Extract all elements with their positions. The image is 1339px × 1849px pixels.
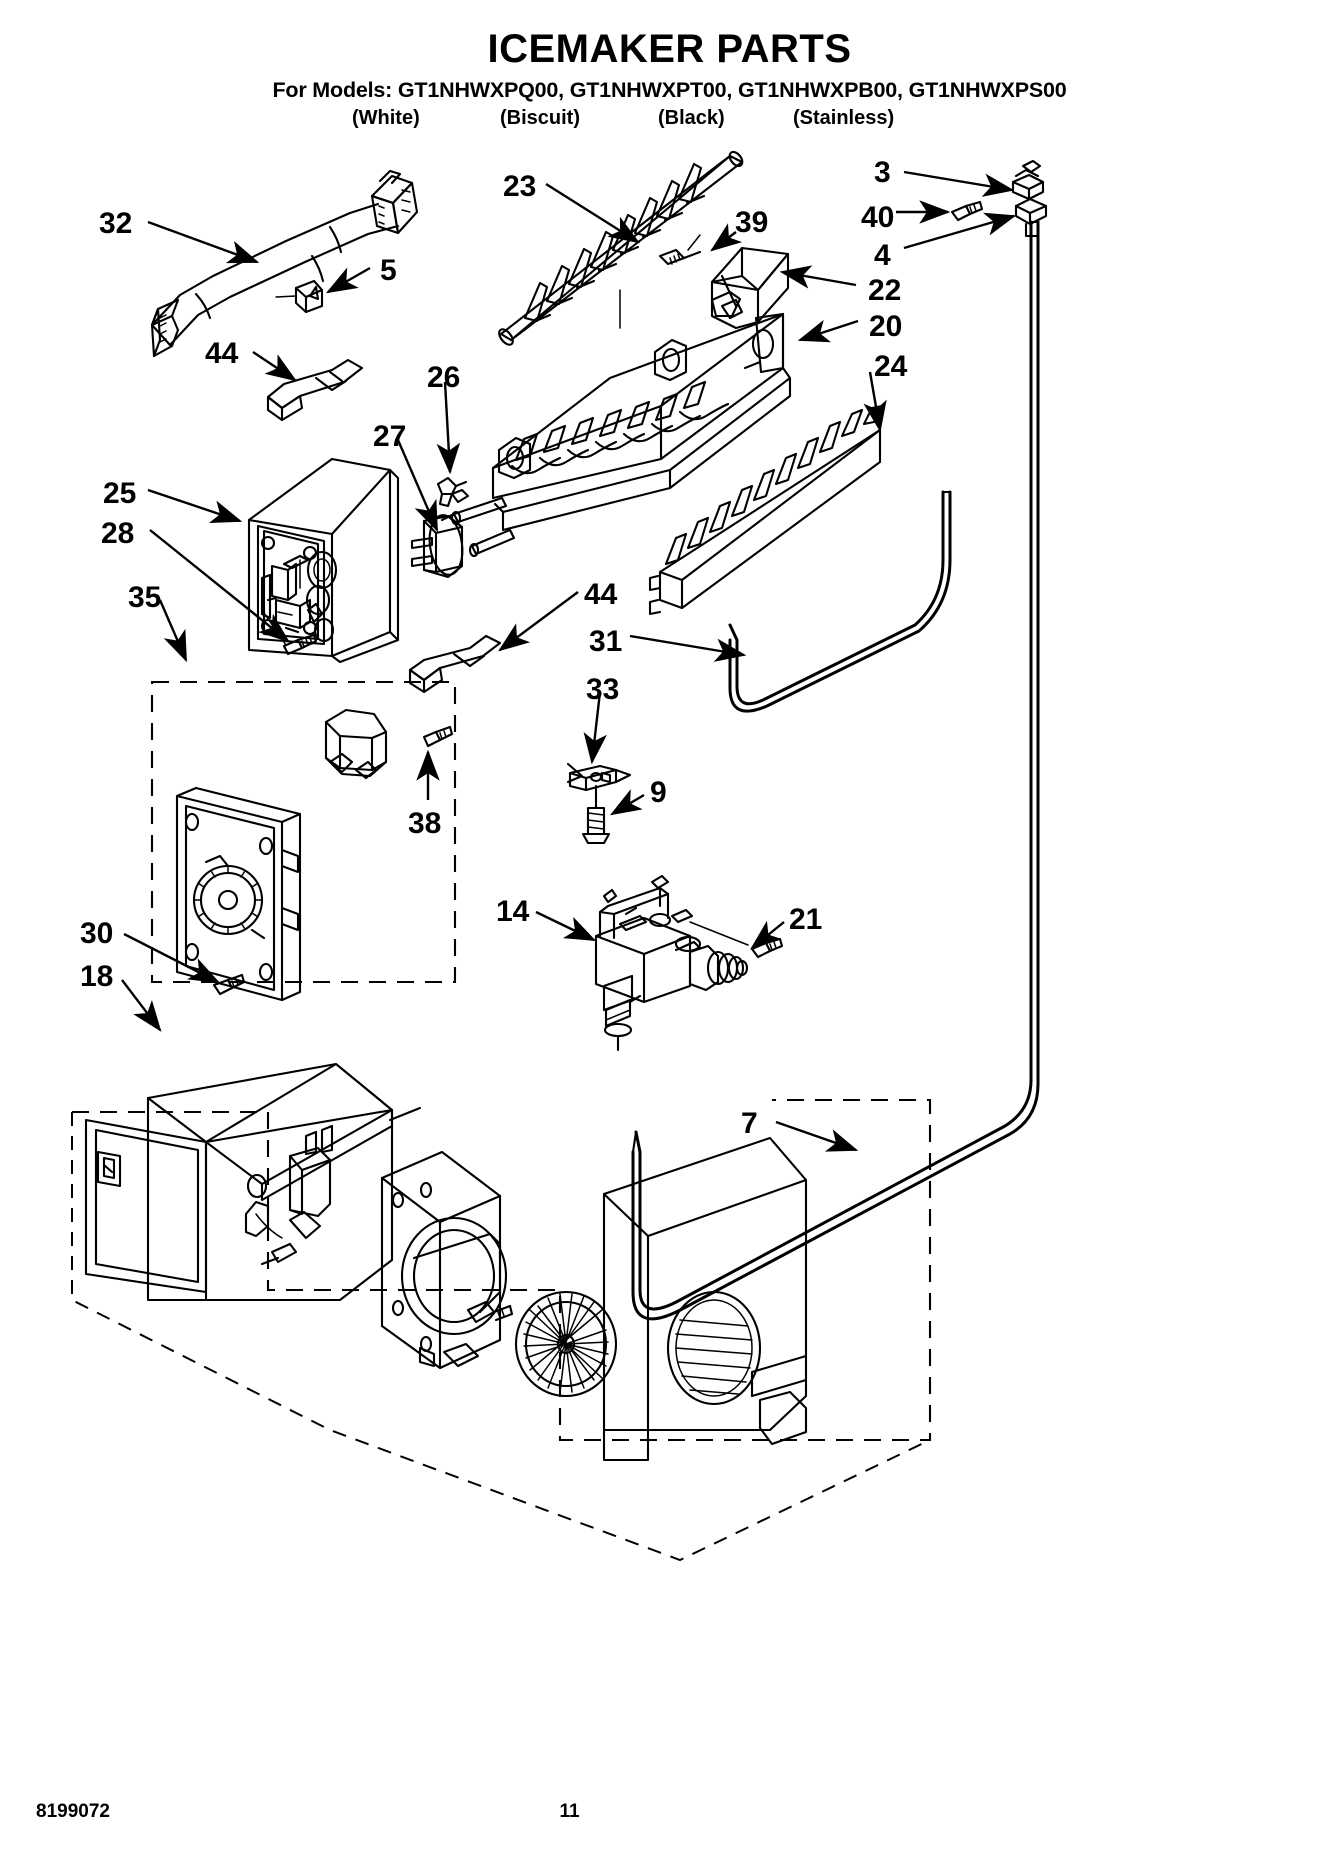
leader-25 [147, 488, 243, 523]
leader-28 [149, 529, 290, 643]
callout-40: 40 [861, 201, 895, 234]
leader-31 [629, 634, 747, 662]
callout-39: 39 [735, 206, 769, 239]
part-26-coupler [436, 476, 470, 508]
footer-page-number: 11 [559, 1801, 580, 1822]
footer-part-number: 8199072 [36, 1801, 110, 1822]
part-25-module-housing [247, 457, 400, 664]
part-9-screw [581, 784, 611, 845]
part-40-screw [950, 200, 984, 222]
leader-3 [903, 170, 1015, 197]
part-14-water-valve [594, 874, 784, 1052]
part-22-fill-trough [710, 246, 790, 330]
callout-26: 26 [427, 361, 461, 394]
color-label-black: (Black) [658, 107, 725, 129]
callout-7: 7 [741, 1107, 758, 1140]
callout-31: 31 [589, 625, 623, 658]
leader-44-lower [498, 591, 579, 652]
part-39-fill-cup [658, 234, 702, 266]
callout-44-lower: 44 [584, 578, 618, 611]
callout-35: 35 [128, 581, 162, 614]
part-32-fill-tube [150, 169, 419, 358]
callout-33: 33 [586, 673, 620, 706]
part-18-assembly-boundary [71, 1098, 932, 1562]
part-44-upper-connector [266, 358, 364, 422]
page-title: ICEMAKER PARTS [487, 27, 852, 71]
part-4-tube-nut [1014, 197, 1048, 238]
callout-25: 25 [103, 477, 137, 510]
part-38-motor-screw [324, 708, 454, 800]
part-27-motor [410, 513, 464, 579]
leader-14 [535, 910, 597, 942]
callout-23: 23 [503, 170, 537, 203]
callout-44-upper: 44 [205, 337, 239, 370]
callout-27: 27 [373, 420, 407, 453]
leader-20 [797, 319, 859, 343]
part-30-gear-housing [175, 786, 302, 1002]
leader-22 [779, 265, 857, 289]
leader-18 [121, 979, 162, 1032]
color-label-stainless: (Stainless) [793, 107, 895, 129]
leader-35 [158, 599, 188, 663]
part-31-shutoff-arm [728, 490, 952, 713]
part-7-water-tubing [631, 159, 1048, 1321]
leader-23 [545, 182, 641, 244]
leader-5 [325, 266, 371, 294]
leader-21 [750, 920, 785, 950]
leader-30 [123, 932, 221, 984]
leader-44-upper [252, 351, 297, 382]
part-21-valve-screw [750, 937, 784, 959]
callout-24: 24 [874, 350, 908, 383]
callout-3: 3 [874, 156, 891, 189]
callout-18: 18 [80, 960, 114, 993]
part-33-bracket [566, 762, 632, 792]
part-18-icemaker-assembly [84, 1062, 808, 1462]
color-variant-row: (White) (Biscuit) (Black) (Stainless) [0, 107, 1339, 133]
part-24-ice-stripper [648, 404, 884, 616]
callout-30: 30 [80, 917, 114, 950]
models-line: For Models: GT1NHWXPQ00, GT1NHWXPT00, GT… [272, 78, 1067, 102]
color-label-biscuit: (Biscuit) [500, 107, 580, 129]
leader-9 [609, 789, 645, 816]
part-28-screw [261, 609, 318, 656]
callout-9: 9 [650, 776, 667, 809]
callout-38: 38 [408, 807, 442, 840]
leader-39 [710, 223, 743, 252]
color-label-white: (White) [352, 107, 420, 129]
leader-26 [436, 381, 461, 475]
part-44-lower-connector [408, 634, 502, 694]
callout-14: 14 [496, 895, 530, 928]
page-footer: 8199072 11 [0, 1789, 1339, 1849]
callout-20: 20 [869, 310, 903, 343]
leader-7 [775, 1120, 859, 1152]
blower-wheel [514, 1290, 618, 1398]
callout-22: 22 [868, 274, 902, 307]
part-3-valve-fitting [1011, 159, 1045, 201]
callout-4: 4 [874, 239, 891, 272]
callout-21: 21 [789, 903, 823, 936]
leader-27 [396, 439, 439, 533]
callout-28: 28 [101, 517, 135, 550]
callout-32: 32 [99, 207, 133, 240]
leader-4 [903, 212, 1017, 250]
callout-5: 5 [380, 254, 397, 287]
page-header: ICEMAKER PARTS For Models: GT1NHWXPQ00, … [0, 0, 1339, 133]
part-20-ice-mold [450, 289, 792, 558]
leader-32 [147, 220, 260, 264]
